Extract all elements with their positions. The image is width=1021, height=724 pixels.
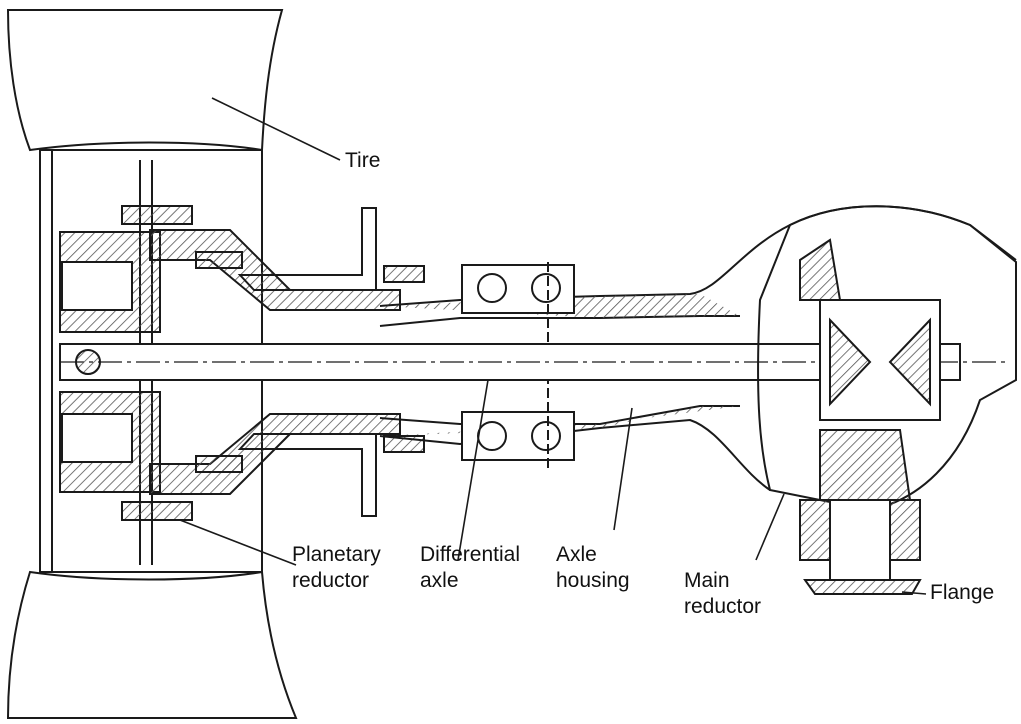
flange-shape xyxy=(803,579,922,595)
bracket-top xyxy=(237,207,377,291)
label-main-reductor: Main reductor xyxy=(684,569,762,618)
pinion-gear xyxy=(819,429,912,501)
label-tire: Tire xyxy=(345,149,381,172)
bracket-bottom xyxy=(237,433,377,517)
label-planetary-reductor: Planetary reductor xyxy=(292,543,381,592)
main-reductor-housing xyxy=(757,205,1017,512)
tire-bottom xyxy=(6,570,298,719)
label-axle-housing: Axle housing xyxy=(556,543,630,592)
rim xyxy=(39,149,263,573)
bolts xyxy=(121,205,425,521)
label-flange: Flange xyxy=(930,581,995,604)
mount-pad-top xyxy=(461,264,575,314)
label-differential-axle: Differential axle xyxy=(420,543,520,592)
leader-lines xyxy=(179,97,927,595)
pinion-shaft xyxy=(829,499,891,581)
tire-top xyxy=(6,9,284,152)
